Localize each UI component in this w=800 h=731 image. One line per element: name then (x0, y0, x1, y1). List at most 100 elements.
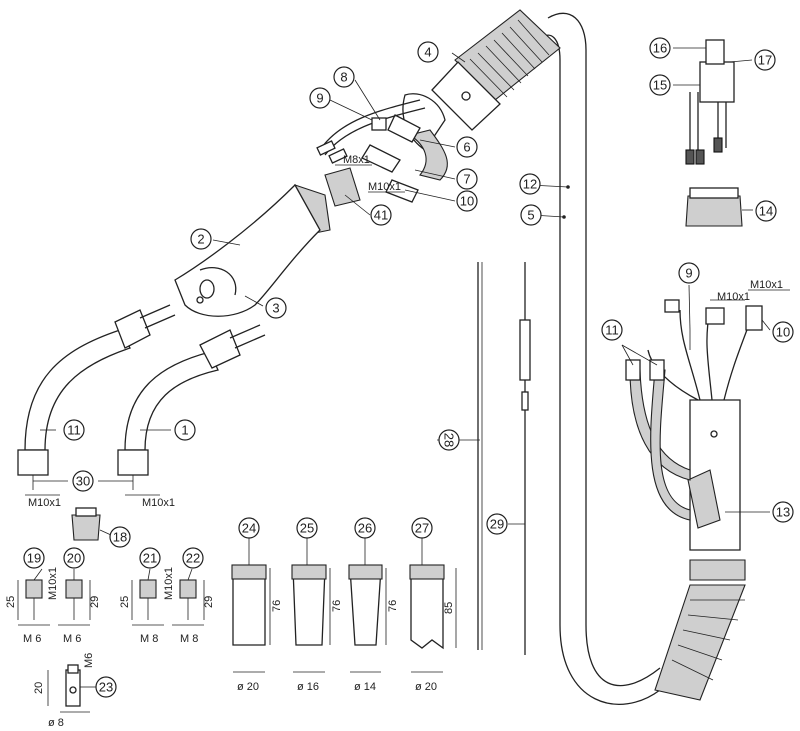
swan-neck-1 (117, 324, 266, 490)
svg-text:30: 30 (76, 474, 90, 489)
svg-text:4: 4 (424, 45, 431, 60)
label-85: 85 (443, 602, 455, 614)
svg-text:7: 7 (463, 172, 470, 187)
cable-hose (537, 12, 661, 705)
label-76-c: 76 (387, 600, 399, 612)
corrugated-boot-top (431, 9, 561, 131)
label-dia14: ø 14 (354, 681, 376, 693)
callout-10-right: 10 (772, 321, 794, 343)
svg-text:14: 14 (759, 204, 773, 219)
label-dia16: ø 16 (297, 681, 319, 693)
label-m10x1-tip21: M10x1 (163, 567, 175, 600)
label-m8-b: M 8 (180, 633, 198, 645)
svg-text:11: 11 (605, 323, 619, 338)
part-41-collar (324, 167, 361, 207)
label-m10x1-neck11: M10x1 (28, 497, 61, 509)
callout-19: 19 (23, 547, 45, 569)
label-dia20-b: ø 20 (415, 681, 437, 693)
leader-lines (33, 47, 771, 688)
label-m6-a: M 6 (23, 633, 41, 645)
callout-1: 1 (174, 419, 196, 441)
svg-text:3: 3 (272, 301, 279, 316)
callout-16: 16 (649, 37, 671, 59)
svg-text:12: 12 (523, 177, 537, 192)
label-29-b: 29 (203, 596, 215, 608)
callout-15: 15 (649, 74, 671, 96)
switch-assembly (685, 39, 735, 165)
callout-3: 3 (265, 297, 287, 319)
label-m10x1-neck1: M10x1 (142, 497, 175, 509)
callout-11-right: 11 (601, 319, 623, 341)
svg-text:20: 20 (67, 551, 81, 566)
callout-18: 18 (109, 526, 131, 548)
contact-tips (25, 579, 197, 620)
label-m10x1-tip19: M10x1 (47, 567, 59, 600)
part-18-insulator (71, 507, 101, 541)
callout-26: 26 (354, 517, 376, 539)
dimension-labels: M8x1 M10x1 M10x1 M10x1 M10x1 M10x1 M10x1… (5, 154, 783, 729)
callout-10: 10 (456, 190, 478, 212)
callout-25: 25 (296, 517, 318, 539)
svg-text:41: 41 (374, 208, 388, 223)
svg-text:24: 24 (242, 521, 256, 536)
label-m10x1-right1: M10x1 (717, 291, 750, 303)
liner-29 (519, 262, 531, 655)
svg-text:16: 16 (653, 41, 667, 56)
callout-41: 41 (370, 204, 392, 226)
part-14-coupler (685, 187, 743, 227)
svg-text:17: 17 (758, 53, 772, 68)
svg-text:25: 25 (300, 521, 314, 536)
callout-9: 9 (309, 87, 331, 109)
svg-text:1: 1 (181, 423, 188, 438)
svg-text:13: 13 (776, 505, 790, 520)
label-25-a: 25 (5, 596, 17, 608)
svg-text:10: 10 (460, 194, 474, 209)
callout-30: 30 (72, 470, 94, 492)
label-29-a: 29 (89, 596, 101, 608)
callout-13: 13 (772, 501, 794, 523)
callout-6: 6 (456, 136, 478, 158)
label-m8x1: M8x1 (343, 154, 370, 166)
callout-4: 4 (417, 41, 439, 63)
callout-21: 21 (139, 547, 161, 569)
part-23-adapter (65, 664, 81, 707)
dimension-lines (17, 164, 790, 713)
label-25-b: 25 (119, 596, 131, 608)
svg-text:26: 26 (358, 521, 372, 536)
svg-text:9: 9 (316, 91, 323, 106)
label-76-b: 76 (331, 600, 343, 612)
label-m6-top: M6 (83, 653, 95, 668)
callout-23: 23 (95, 676, 117, 698)
torch-handle (174, 183, 331, 317)
svg-text:2: 2 (197, 232, 204, 247)
callout-8: 8 (333, 66, 355, 88)
nozzles (231, 564, 445, 650)
label-m10x1-right2: M10x1 (750, 279, 783, 291)
callout-5: 5 (520, 204, 542, 226)
callout-11: 11 (63, 419, 85, 441)
svg-text:8: 8 (340, 70, 347, 85)
callout-28: 28 (438, 429, 460, 451)
callout-29: 29 (486, 513, 508, 535)
svg-text:11: 11 (67, 423, 81, 438)
svg-text:9: 9 (685, 266, 692, 281)
svg-text:5: 5 (527, 208, 534, 223)
svg-text:19: 19 (27, 551, 41, 566)
svg-text:10: 10 (776, 325, 790, 340)
callout-2: 2 (190, 228, 212, 250)
svg-text:18: 18 (113, 530, 127, 545)
liner-28 (477, 262, 483, 650)
svg-text:21: 21 (143, 551, 157, 566)
callout-14: 14 (755, 200, 777, 222)
svg-text:22: 22 (186, 551, 200, 566)
label-20: 20 (33, 682, 45, 694)
label-m6-b: M 6 (63, 633, 81, 645)
svg-text:29: 29 (490, 517, 504, 532)
svg-text:6: 6 (463, 140, 470, 155)
label-m8-a: M 8 (140, 633, 158, 645)
label-dia8: ø 8 (48, 717, 64, 729)
label-dia20-a: ø 20 (237, 681, 259, 693)
label-m10x1-upper: M10x1 (368, 181, 401, 193)
callout-12: 12 (519, 173, 541, 195)
